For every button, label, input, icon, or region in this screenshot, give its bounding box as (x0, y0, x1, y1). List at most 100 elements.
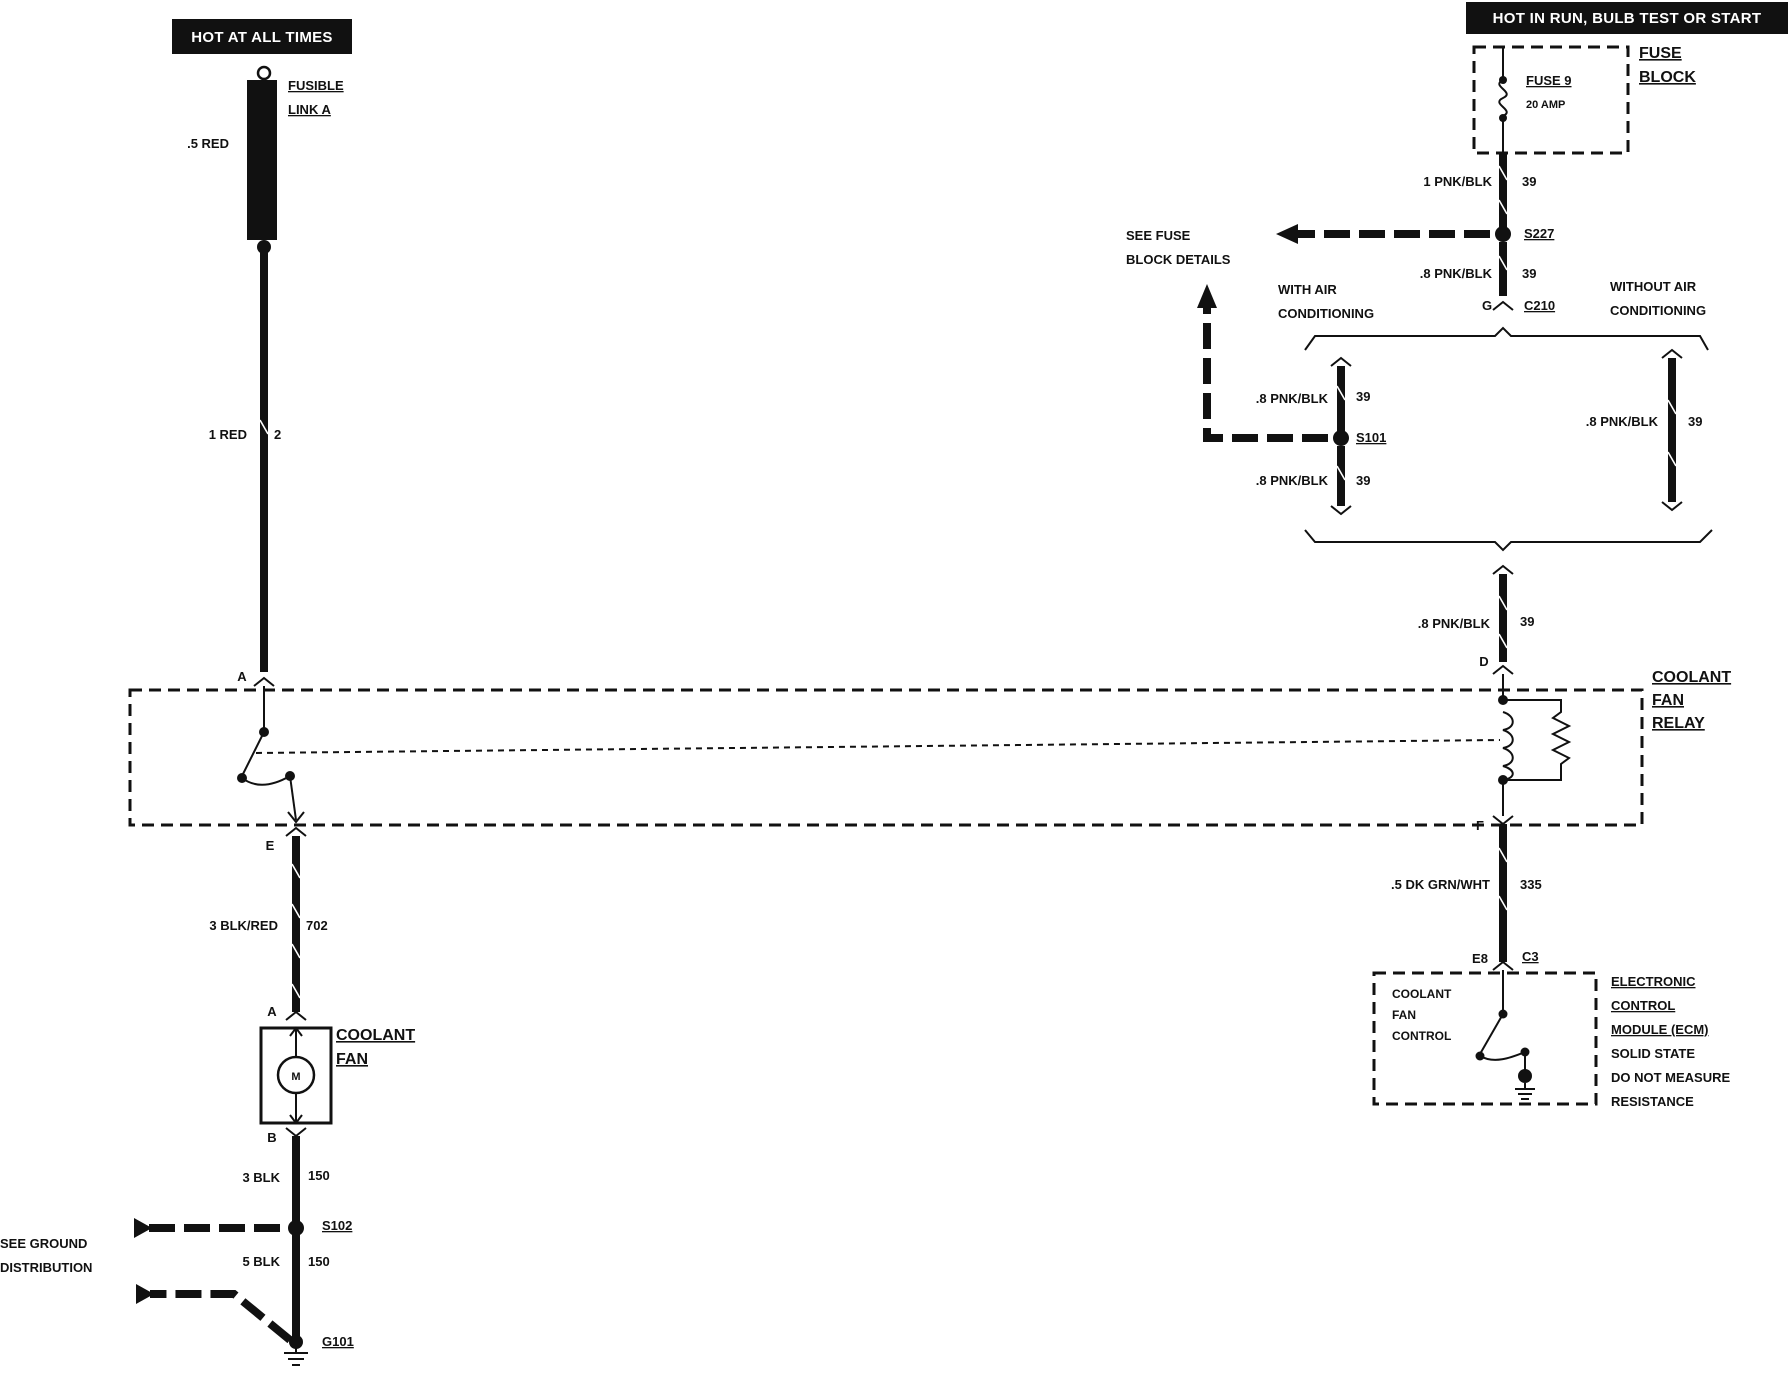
ac-wire-top-label: .8 PNK/BLK (1256, 391, 1329, 406)
fusible-link-wire-label: .5 RED (187, 136, 229, 151)
relay-pin-e-connector (285, 826, 307, 837)
wire-5-blk-circuit: 150 (308, 1254, 330, 1269)
relay-feed-wire-circuit: 39 (1520, 614, 1534, 629)
ecm-ground-node (1518, 1069, 1532, 1083)
relay-pin-f-connector (1492, 815, 1514, 826)
fan-motor-symbol: M (291, 1071, 300, 1083)
left-circuit: HOT AT ALL TIMES FUSIBLE LINK A .5 RED 1… (0, 19, 415, 1366)
ecm-box (1372, 971, 1598, 1106)
relay-feed-top-connector (1492, 564, 1514, 575)
splice-s101 (1333, 430, 1349, 446)
ecm-note-2: DO NOT MEASURE (1611, 1070, 1731, 1085)
fan-pin-a-connector (285, 1010, 307, 1021)
option-brace-top (1304, 326, 1709, 351)
hot-at-all-times-header: HOT AT ALL TIMES (191, 29, 332, 46)
ecm-label-3: MODULE (ECM) (1611, 1022, 1709, 1037)
noac-wire-label: .8 PNK/BLK (1586, 414, 1659, 429)
splice-s227 (1495, 226, 1511, 242)
relay-switch-blade (241, 731, 265, 777)
c210-pin-g: G (1482, 298, 1492, 313)
fan-pin-b-connector (285, 1127, 307, 1138)
c210-label: C210 (1524, 298, 1555, 313)
relay-pin-f-label: F (1476, 818, 1484, 833)
ecm-pin-e8: E8 (1472, 951, 1488, 966)
relay-feed-wire-label: .8 PNK/BLK (1418, 616, 1491, 631)
ecm-pin-connector (1492, 960, 1514, 971)
see-ground-distribution-1: SEE GROUND (0, 1236, 87, 1251)
relay-label-2: FAN (1652, 692, 1684, 709)
hot-at-all-times-header-box (172, 19, 352, 54)
ecm-wire-label: .5 DK GRN/WHT (1391, 877, 1490, 892)
fan-motor-arrow-top (289, 1026, 303, 1037)
ac-branch-top-connector (1330, 356, 1352, 367)
coolant-fan-relay: COOLANT FAN RELAY (128, 669, 1731, 827)
with-ac-label-2: CONDITIONING (1278, 306, 1374, 321)
wire-3-blk-label: 3 BLK (242, 1170, 280, 1185)
wire-blk-red-label: 3 BLK/RED (209, 918, 278, 933)
hot-in-run-header: HOT IN RUN, BULB TEST OR START (1493, 10, 1762, 27)
relay-label-3: RELAY (1652, 715, 1705, 732)
wire-1-red-circuit: 2 (274, 427, 281, 442)
ecm-wire-circuit: 335 (1520, 877, 1542, 892)
ac-wire-top-circuit: 39 (1356, 389, 1370, 404)
fuse-9-icon (1498, 79, 1508, 117)
noac-branch-top-connector (1661, 348, 1683, 359)
see-fuse-block-details-1: SEE FUSE (1126, 228, 1191, 243)
fuse-block-label-2: BLOCK (1639, 69, 1696, 86)
without-ac-label-1: WITHOUT AIR (1610, 279, 1697, 294)
ac-wire-bottom-circuit: 39 (1356, 473, 1370, 488)
option-brace-bottom (1304, 529, 1713, 552)
fan-motor-arrow-bottom (289, 1114, 303, 1125)
s227-fuse-ref-arrow (1276, 224, 1298, 244)
noac-branch-bottom-connector (1661, 501, 1683, 512)
see-fuse-block-details-2: BLOCK DETAILS (1126, 252, 1231, 267)
noac-wire-circuit: 39 (1688, 414, 1702, 429)
relay-coil-linkage (255, 739, 1501, 754)
ecm-label-1: ELECTRONIC (1611, 974, 1696, 989)
wire-1-red-label: 1 RED (209, 427, 247, 442)
wire-2-pnk-blk-circuit: 39 (1522, 266, 1536, 281)
fan-pin-a-label: A (267, 1004, 277, 1019)
wire-3-blk-circuit: 150 (308, 1168, 330, 1183)
g101-ground-ref-arrow (136, 1284, 154, 1304)
ecm-inner-label-3: CONTROL (1392, 1029, 1451, 1043)
ecm-switch-blade (1479, 1013, 1504, 1055)
relay-switch-output (289, 775, 297, 821)
relay-pin-e-label: E (266, 838, 275, 853)
relay-switch-output-arrow (287, 811, 305, 824)
ecm-inner-label-1: COOLANT (1392, 987, 1452, 1001)
fusible-link-label-1: FUSIBLE (288, 78, 344, 93)
relay-resistor-loop (1503, 699, 1572, 781)
relay-pin-a-connector (253, 676, 275, 687)
fusible-link-label-2: LINK A (288, 102, 331, 117)
ac-branch-bottom-connector (1330, 505, 1352, 516)
relay-switch-arc (241, 775, 291, 786)
wire-blk-red-circuit: 702 (306, 918, 328, 933)
without-ac-label-2: CONDITIONING (1610, 303, 1706, 318)
splice-s227-label: S227 (1524, 226, 1554, 241)
ecm-note-1: SOLID STATE (1611, 1046, 1695, 1061)
right-circuit: HOT IN RUN, BULB TEST OR START FUSE 9 20… (1126, 2, 1788, 1109)
wire-1-pnk-blk-circuit: 39 (1522, 174, 1536, 189)
ecm-inner-label-2: FAN (1392, 1008, 1416, 1022)
s102-ground-ref-arrow (134, 1218, 152, 1238)
ac-wire-bottom-label: .8 PNK/BLK (1256, 473, 1329, 488)
coolant-fan-relay-box (128, 688, 1644, 827)
g101-ground-ref-wire (150, 1290, 293, 1344)
wire-5-blk-label: 5 BLK (242, 1254, 280, 1269)
relay-pin-a-label: A (237, 669, 247, 684)
coolant-fan-label-2: FAN (336, 1051, 368, 1068)
wire-1-red-hatch (259, 419, 269, 435)
fuse-block-label-1: FUSE (1639, 45, 1682, 62)
c210-connector (1492, 300, 1514, 311)
relay-pin-d-label: D (1479, 654, 1488, 669)
fuse-9-label: FUSE 9 (1526, 73, 1572, 88)
ground-g101-label: G101 (322, 1334, 354, 1349)
ecm-label-2: CONTROL (1611, 998, 1675, 1013)
s101-ref-wire (1203, 306, 1328, 442)
ecm-note-3: RESISTANCE (1611, 1094, 1694, 1109)
fusible-link-a (247, 80, 277, 240)
s101-ref-arrow (1197, 284, 1217, 308)
hot-in-run-header-box (1466, 2, 1788, 34)
splice-s102-label: S102 (322, 1218, 352, 1233)
